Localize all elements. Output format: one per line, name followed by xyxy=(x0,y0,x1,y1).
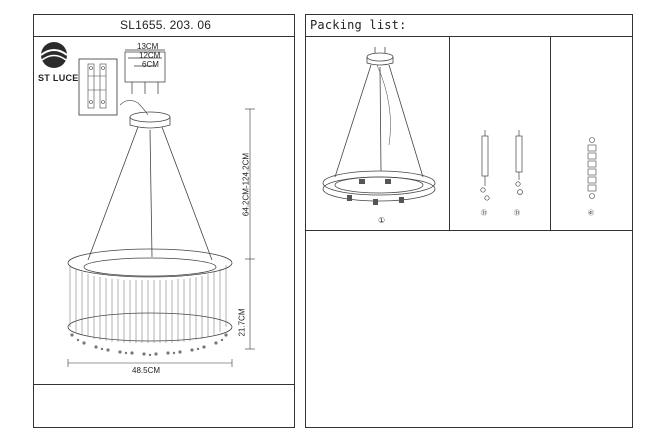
mount-inner-dim: 6CM xyxy=(142,60,159,69)
left-footer-divider xyxy=(33,384,295,385)
mount-dimension-lines xyxy=(124,49,166,94)
st-luce-logo-icon xyxy=(40,42,68,68)
height-range-dim: 64.2CM-124.2CM xyxy=(241,152,251,217)
mounting-bracket-detail xyxy=(78,58,118,116)
part-label-crystal-b: ㉛ xyxy=(514,211,521,217)
diameter-dim: 48.5CM xyxy=(132,366,161,375)
chandelier-drawing xyxy=(67,100,255,367)
packing-col-divider-2 xyxy=(550,36,551,230)
crystal-pendant-a-drawing xyxy=(480,130,490,201)
packing-col-divider-1 xyxy=(449,36,450,230)
mount-outer-dim: 13CM xyxy=(137,42,159,51)
left-title-divider xyxy=(33,36,295,37)
part-label-chain: ㊶ xyxy=(588,211,595,217)
packing-list-panel xyxy=(305,14,633,428)
crystal-chain-drawing xyxy=(587,137,597,199)
left-drawing-panel xyxy=(33,14,295,428)
mount-mid-dim: 12CM xyxy=(139,51,161,60)
ring-height-dim: 21.7CM xyxy=(237,308,247,337)
model-number: SL1655. 203. 06 xyxy=(120,18,212,32)
packing-items-divider xyxy=(305,230,633,231)
crystal-pendant-b-drawing xyxy=(515,130,523,195)
logo-text: ST LUCE xyxy=(38,73,79,83)
ring-assembly-drawing xyxy=(322,47,436,205)
packing-list-title: Packing list: xyxy=(310,18,407,32)
packing-title-divider xyxy=(305,36,633,37)
part-label-ring: ① xyxy=(378,216,386,225)
part-label-crystal-a: ㉛ xyxy=(481,211,488,217)
